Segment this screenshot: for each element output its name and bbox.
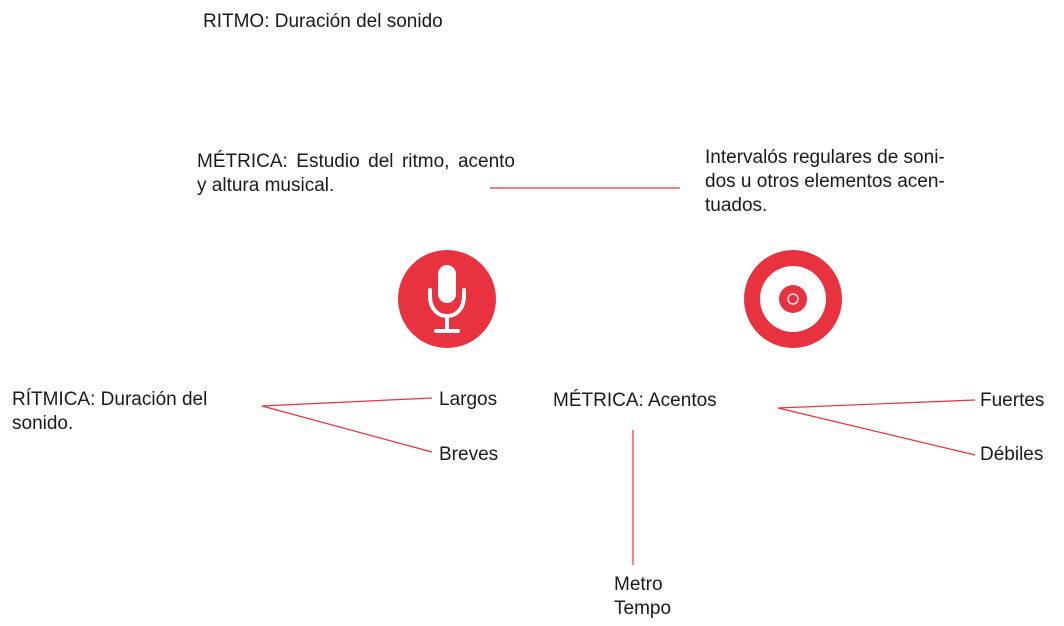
ritmica-breves-connector [261, 405, 433, 453]
fuertes-label: Fuertes [980, 390, 1045, 411]
acentos-fuertes-connector [777, 399, 976, 409]
diagram-title: RITMO: Duración del sonido [203, 11, 443, 32]
breves-label: Breves [439, 444, 499, 465]
microphone-icon [398, 250, 496, 348]
metrica-acentos-label: MÉTRICA: Acentos [553, 390, 717, 411]
ritmica-label: RÍTMICA: Duración del sonido. [12, 389, 208, 434]
metrica-definition: MÉTRICA: Estudio del ritmo, acento y alt… [197, 151, 515, 196]
debiles-label: Débiles [980, 444, 1044, 465]
ritmica-largos-connector [261, 397, 433, 407]
metro-tempo-label: Metro Tempo [614, 574, 672, 619]
largos-label: Largos [439, 389, 498, 410]
target-icon [744, 250, 842, 348]
intervalos-definition: Intervalós regulares de soni- dos u otro… [705, 147, 945, 216]
acentos-debiles-connector [777, 407, 976, 456]
